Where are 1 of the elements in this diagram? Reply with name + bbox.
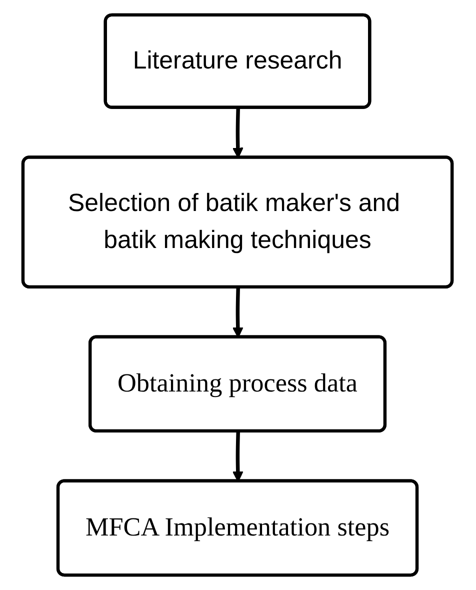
flowchart: Literature research Selection of batik maker's and batik making techniques Obtaining process data MFCA Implementation steps bbox=[0, 0, 476, 590]
